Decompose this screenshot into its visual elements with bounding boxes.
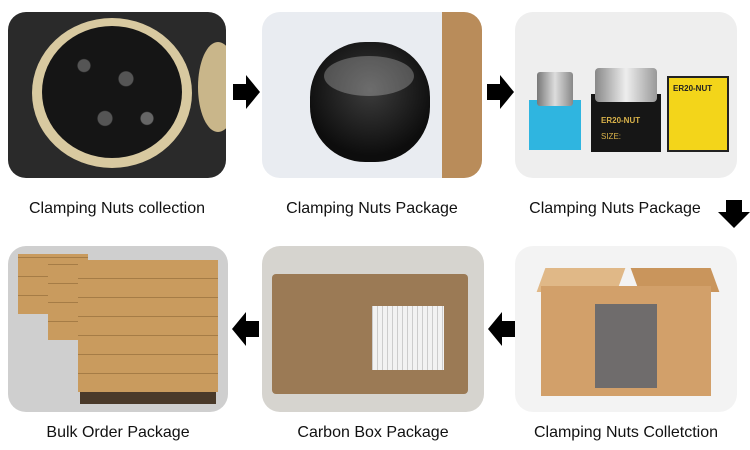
caption-step-2: Clamping Nuts Package: [286, 200, 458, 217]
small-nut: [537, 72, 573, 106]
arrow-down-icon: [718, 200, 750, 228]
black-box-size: SIZE:: [601, 132, 622, 141]
plastic-bag-package-photo: [262, 12, 482, 178]
packing-list-label: [372, 306, 444, 370]
nut-pile: [42, 26, 182, 158]
nuts-collection-photo: [8, 12, 226, 178]
retail-box-package-photo: ER20-NUT SIZE: ER20-NUT: [515, 12, 737, 178]
basket-edge: [198, 42, 226, 132]
bagged-nut: [310, 42, 430, 162]
bulk-order-photo: [8, 246, 228, 412]
caption-step-4: Clamping Nuts Colletction: [533, 424, 719, 441]
pallet-cartons: [78, 260, 218, 392]
blue-box: [529, 100, 581, 150]
black-box: ER20-NUT SIZE:: [591, 94, 661, 152]
pallet: [80, 392, 216, 404]
hex-nut: [595, 68, 657, 102]
carton-interior: [595, 304, 657, 388]
black-box-label: ER20-NUT: [601, 116, 641, 125]
arrow-right-icon: [233, 75, 260, 109]
open-carton-photo: [515, 246, 737, 412]
arrow-left-icon: [488, 312, 515, 346]
caption-step-6: Bulk Order Package: [46, 424, 190, 441]
caption-step-3: Clamping Nuts Package: [529, 200, 701, 217]
bag-reflection: [324, 56, 414, 96]
arrow-right-icon: [487, 75, 514, 109]
carton-box-package-photo: [262, 246, 484, 412]
yellow-box: ER20-NUT: [667, 76, 729, 152]
caption-step-1: Clamping Nuts collection: [28, 200, 206, 217]
yellow-box-label: ER20-NUT: [673, 84, 713, 93]
cardboard-edge: [442, 12, 482, 178]
caption-step-5: Carbon Box Package: [297, 424, 449, 441]
arrow-left-icon: [232, 312, 259, 346]
